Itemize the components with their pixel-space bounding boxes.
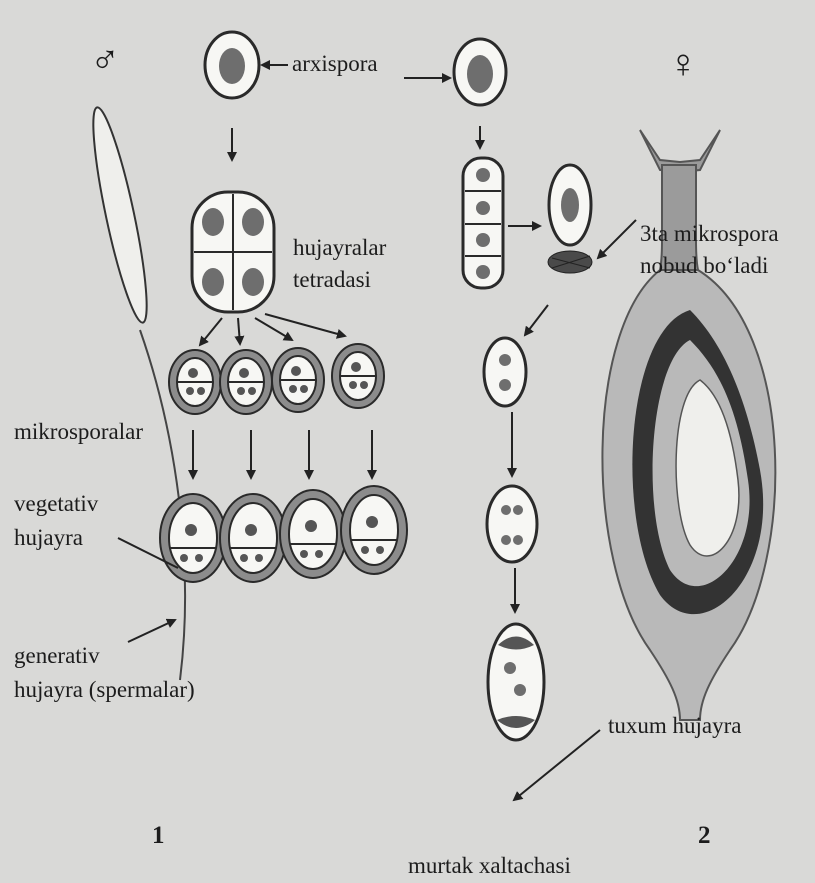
pointer-3ta-mikrospora [598,220,636,258]
tetrad [192,192,274,312]
panel-number-2: 2 [698,822,711,850]
label-3ta-mikrospora-line2: nobud bo‘ladi [640,252,768,279]
arxispora-cell-female [454,39,506,105]
panel-number-1: 1 [152,822,165,850]
label-arxispora: arxispora [292,50,378,77]
linear-tetrad [463,158,503,288]
arxispora-cell-male [205,32,259,98]
label-vegetativ-line1: vegetativ [14,490,98,517]
label-generativ-line2: hujayra (spermalar) [14,676,195,703]
label-mikrosporalar: mikrosporalar [14,418,143,445]
pistil-drawing [602,130,775,720]
caption-murtak-xaltachasi: murtak xaltachasi [408,852,571,879]
label-3ta-mikrospora-line1: 3ta mikrospora [640,220,779,247]
microspores-row [169,344,384,414]
label-vegetativ-line2: hujayra [14,524,83,551]
embryo-sac-4nuclei [487,486,537,562]
label-tuxum-hujayra: tuxum hujayra [608,712,742,739]
label-tetrad-line1: hujayralar [293,234,386,261]
pointer-tuxum [514,730,600,800]
female-symbol: ♀ [668,44,698,84]
embryo-sac-mature [488,624,544,740]
male-symbol: ♂ [90,40,120,80]
pollen-grains-row [160,486,407,582]
label-generativ-line1: generativ [14,642,100,669]
functional-megaspore [548,165,592,273]
label-tetrad-line2: tetradasi [293,266,371,293]
arrow-generativ [128,620,175,642]
embryo-sac-2nuclei [484,338,526,406]
